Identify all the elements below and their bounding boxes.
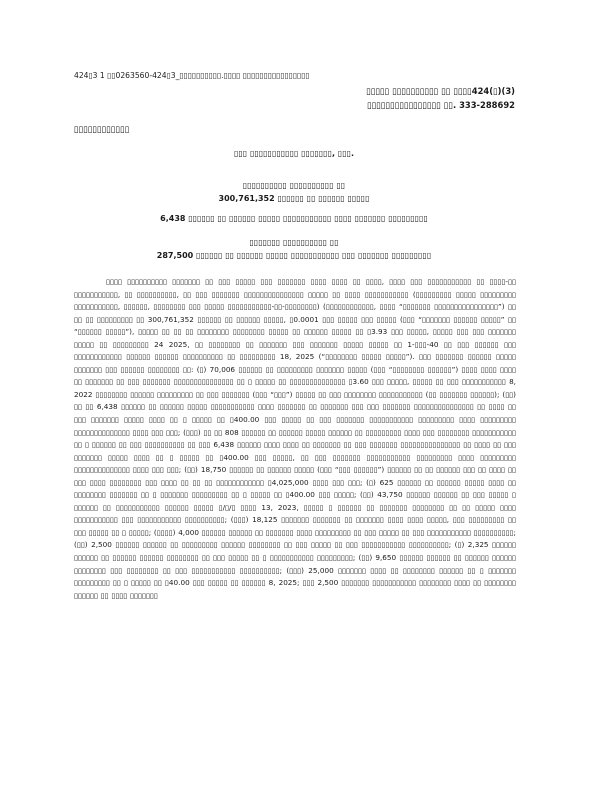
company-name: ▯▯▯ ▯▯▯▯▯▯▯▯▯▯▯ ▯▯▯▯▯▯▯, ▯▯▯. [233,149,355,158]
offering-title-secondary-line1: ▯▯▯▯▯▯▯ ▯▯▯▯▯▯▯▯▯▯ ▯▯ [249,238,339,247]
offering-title-primary: ▯▯▯▯▯▯▯▯▯▯ ▯▯▯▯▯▯▯▯▯▯ ▯▯ 300,761,352 ▯▯▯… [74,180,514,205]
offering-title-warrants: 6,438 ▯▯▯▯▯▯ ▯▯ ▯▯▯▯▯▯ ▯▯▯▯▯ ▯▯▯▯▯▯▯▯▯▯▯… [74,213,514,226]
registration-number: ▯▯▯▯▯▯▯▯▯▯▯▯▯▯▯▯ ▯▯. 333-288692 [367,100,515,110]
prospectus-label: ▯▯▯▯▯▯▯▯▯▯▯▯ [74,124,130,134]
offering-title-secondary-line2: 287,500 ▯▯▯▯▯▯ ▯▯ ▯▯▯▯▯▯ ▯▯▯▯▯ ▯▯▯▯▯▯▯▯▯… [156,250,432,260]
offering-title-warrants-line1: 6,438 ▯▯▯▯▯▯ ▯▯ ▯▯▯▯▯▯ ▯▯▯▯▯ ▯▯▯▯▯▯▯▯▯▯▯… [160,214,428,223]
filing-info: ▯▯▯▯▯ ▯▯▯▯▯▯▯▯▯▯ ▯▯ ▯▯▯▯424(▯)(3) ▯▯▯▯▯▯… [366,84,515,112]
prospectus-body-paragraph: ▯▯▯▯ ▯▯▯▯▯▯▯▯▯▯ ▯▯▯▯▯▯▯ ▯▯ ▯▯▯ ▯▯▯▯▯ ▯▯▯… [74,277,516,600]
filing-rule: ▯▯▯▯▯ ▯▯▯▯▯▯▯▯▯▯ ▯▯ ▯▯▯▯424(▯)(3) [366,86,515,96]
offering-title-primary-line1: ▯▯▯▯▯▯▯▯▯▯ ▯▯▯▯▯▯▯▯▯▯ ▯▯ [242,181,346,190]
file-name-line: 424▯3 1 ▯▯0263560-424▯3_▯▯▯▯▯▯▯▯▯▯.▯▯▯▯ … [74,71,310,80]
offering-title-primary-line2: 300,761,352 ▯▯▯▯▯▯ ▯▯ ▯▯▯▯▯▯ ▯▯▯▯▯ [218,193,370,203]
offering-title-secondary: ▯▯▯▯▯▯▯ ▯▯▯▯▯▯▯▯▯▯ ▯▯ 287,500 ▯▯▯▯▯▯ ▯▯ … [74,237,514,262]
